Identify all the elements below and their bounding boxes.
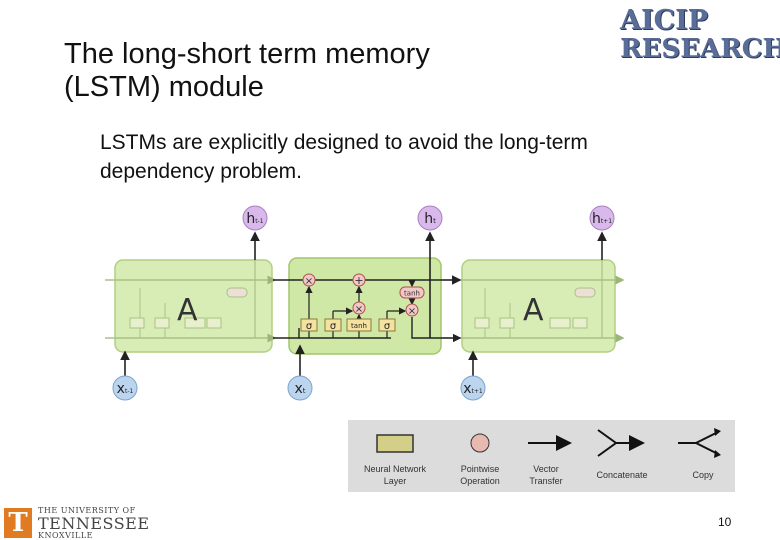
lstm-cell-middle: × + × × tanh σ σ tanh <box>273 231 462 376</box>
input-current-sub: t <box>303 387 306 395</box>
legend-label-copy: Copy <box>692 470 714 480</box>
svg-text:xt-1: xt-1 <box>117 381 134 397</box>
legend-pointwise-swatch <box>470 433 490 453</box>
multiply-op-input-text: × <box>355 304 363 315</box>
input-prev-sub: t-1 <box>125 388 134 395</box>
gate-output: σ <box>378 318 396 332</box>
gate-forget: σ <box>300 318 318 332</box>
legend-label-vector-1: Vector <box>533 464 559 474</box>
legend-layer-swatch <box>376 434 414 453</box>
title-line-2: (LSTM) module <box>64 71 264 103</box>
pointwise-tanh: tanh <box>399 286 425 299</box>
university-line-2: TENNESSEE <box>38 514 150 533</box>
logo-line-2: RESEARCH <box>620 34 780 64</box>
legend-label-pointwise-2: Operation <box>460 476 500 486</box>
input-node-current: xt <box>287 375 313 401</box>
svg-text:ht+1: ht+1 <box>592 211 612 227</box>
output-node-prev: ht-1 <box>242 205 268 231</box>
multiply-op-input: × <box>352 301 366 315</box>
output-prev-base: h <box>246 211 255 227</box>
output-current-base: h <box>424 211 433 227</box>
svg-text:ht: ht <box>424 211 436 227</box>
gate-input: σ <box>324 318 342 332</box>
cell-label-right: A <box>523 293 544 328</box>
output-node-next: ht+1 <box>589 205 615 231</box>
lstm-diagram: A A <box>105 205 625 401</box>
pointwise-tanh-text: tanh <box>404 290 420 298</box>
input-prev-base: x <box>117 381 125 397</box>
gate-input-text: σ <box>330 321 337 332</box>
gate-output-text: σ <box>384 321 391 332</box>
gate-forget-text: σ <box>306 321 313 332</box>
input-next-base: x <box>463 381 471 397</box>
output-next-base: h <box>592 211 601 227</box>
cell-label-left: A <box>177 293 198 328</box>
legend-label-pointwise-1: Pointwise <box>461 464 500 474</box>
body-line-1: LSTMs are explicitly designed to avoid t… <box>100 131 588 154</box>
output-node-current: ht <box>417 205 443 231</box>
legend-concatenate-symbol <box>597 430 643 456</box>
input-current-base: x <box>294 381 302 397</box>
output-prev-sub: t-1 <box>255 218 264 225</box>
legend-graphic: Neural Network Layer Pointwise Operation… <box>364 420 721 486</box>
legend-label-concatenate: Concatenate <box>596 470 647 480</box>
input-node-next: xt+1 <box>460 375 486 401</box>
svg-text:ht-1: ht-1 <box>246 211 263 227</box>
lstm-cell-left: A <box>105 231 277 376</box>
body-text: LSTMs are explicitly designed to avoid t… <box>100 128 740 186</box>
legend-label-layer-2: Layer <box>384 476 407 486</box>
legend-copy-symbol <box>678 431 719 455</box>
multiply-op-forget-text: × <box>305 276 313 287</box>
university-logo: T THE UNIVERSITY OF TENNESSEE KNOXVILLE <box>2 500 149 540</box>
title-line-1: The long-short term memory <box>64 38 430 70</box>
gate-tanh-text: tanh <box>351 322 367 330</box>
input-next-sub: t+1 <box>472 388 483 395</box>
logo-line-1: AICIP <box>620 5 709 36</box>
body-line-2: dependency problem. <box>100 160 302 183</box>
legend-label-layer-1: Neural Network <box>364 464 427 474</box>
ut-letter: T <box>8 508 28 538</box>
legend-label-vector-2: Transfer <box>529 476 562 486</box>
add-op-text: + <box>354 274 363 287</box>
slide-title: The long-short term memory (LSTM) module <box>64 38 564 104</box>
diagram-legend: Neural Network Layer Pointwise Operation… <box>348 420 735 492</box>
university-line-1: THE UNIVERSITY OF <box>38 506 136 515</box>
gate-tanh: tanh <box>346 318 372 332</box>
multiply-op-forget: × <box>302 273 316 287</box>
aicip-logo: AICIP RESEARCH <box>620 5 780 64</box>
page-number: 10 <box>718 515 732 529</box>
input-node-prev: xt-1 <box>112 375 138 401</box>
ut-power-t-icon: T <box>4 508 32 538</box>
svg-text:xt: xt <box>294 381 305 397</box>
multiply-op-output: × <box>405 303 419 317</box>
multiply-op-output-text: × <box>408 306 416 317</box>
university-line-3: KNOXVILLE <box>38 531 93 540</box>
add-op: + <box>352 273 366 287</box>
output-next-sub: t+1 <box>601 218 612 225</box>
output-current-sub: t <box>433 217 436 225</box>
svg-text:xt+1: xt+1 <box>463 381 483 397</box>
lstm-cell-right: A <box>443 231 625 376</box>
